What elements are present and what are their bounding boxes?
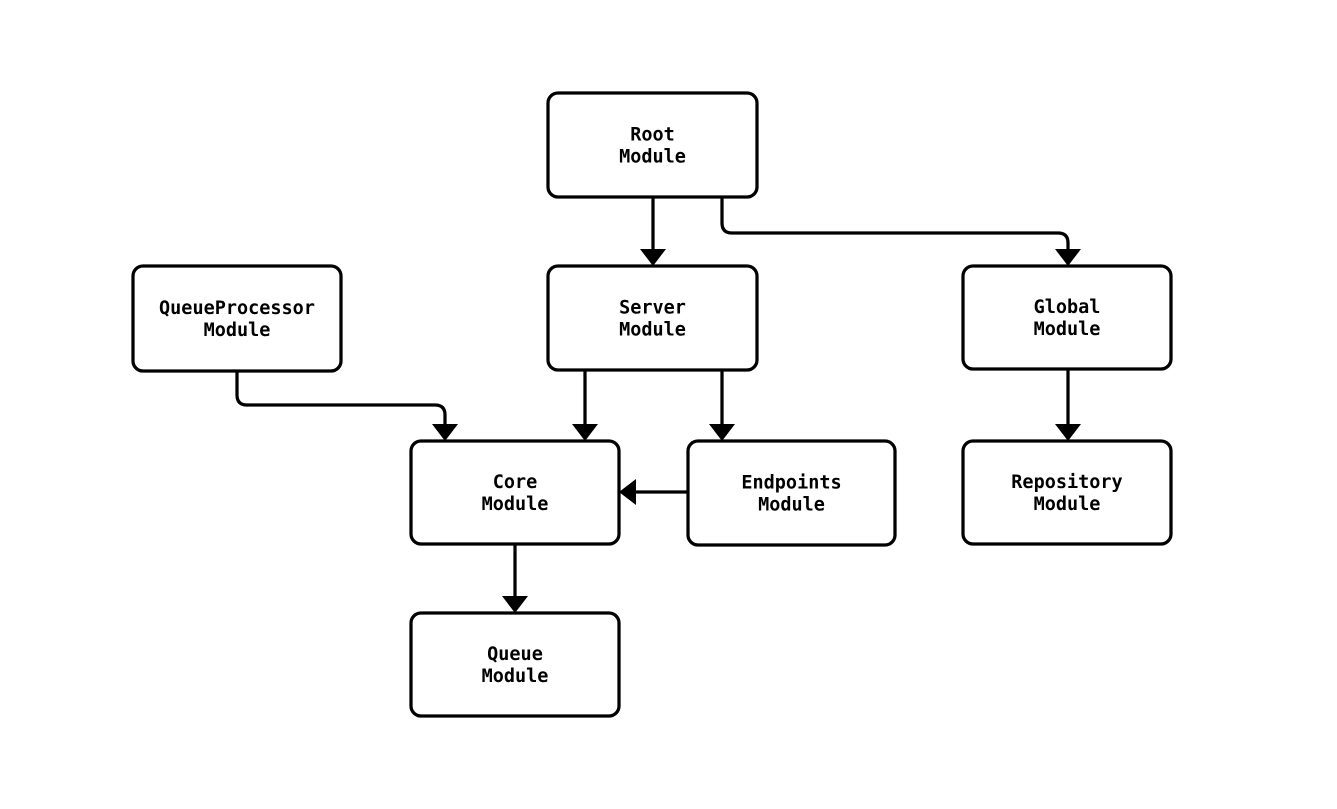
arrowhead-global-repository xyxy=(1055,424,1081,441)
node-box-core xyxy=(409,439,621,546)
edge-queueprocessor-core xyxy=(235,371,447,424)
node-box-server xyxy=(546,264,759,372)
node-box-queue xyxy=(409,611,621,718)
edge-root-global xyxy=(720,197,1070,249)
arrowhead-server-endpoints xyxy=(709,424,735,441)
node-box-root xyxy=(546,91,759,199)
arrowhead-root-global xyxy=(1055,249,1081,266)
arrowhead-server-core xyxy=(572,424,598,441)
node-box-queueprocessor xyxy=(131,264,343,373)
node-box-endpoints xyxy=(686,439,897,547)
arrowhead-endpoints-core xyxy=(619,479,636,505)
arrowhead-root-server xyxy=(640,249,666,266)
arrowhead-core-queue xyxy=(502,596,528,613)
node-box-global xyxy=(961,264,1173,371)
arrowhead-queueprocessor-core xyxy=(432,424,458,441)
node-box-repository xyxy=(961,439,1173,546)
